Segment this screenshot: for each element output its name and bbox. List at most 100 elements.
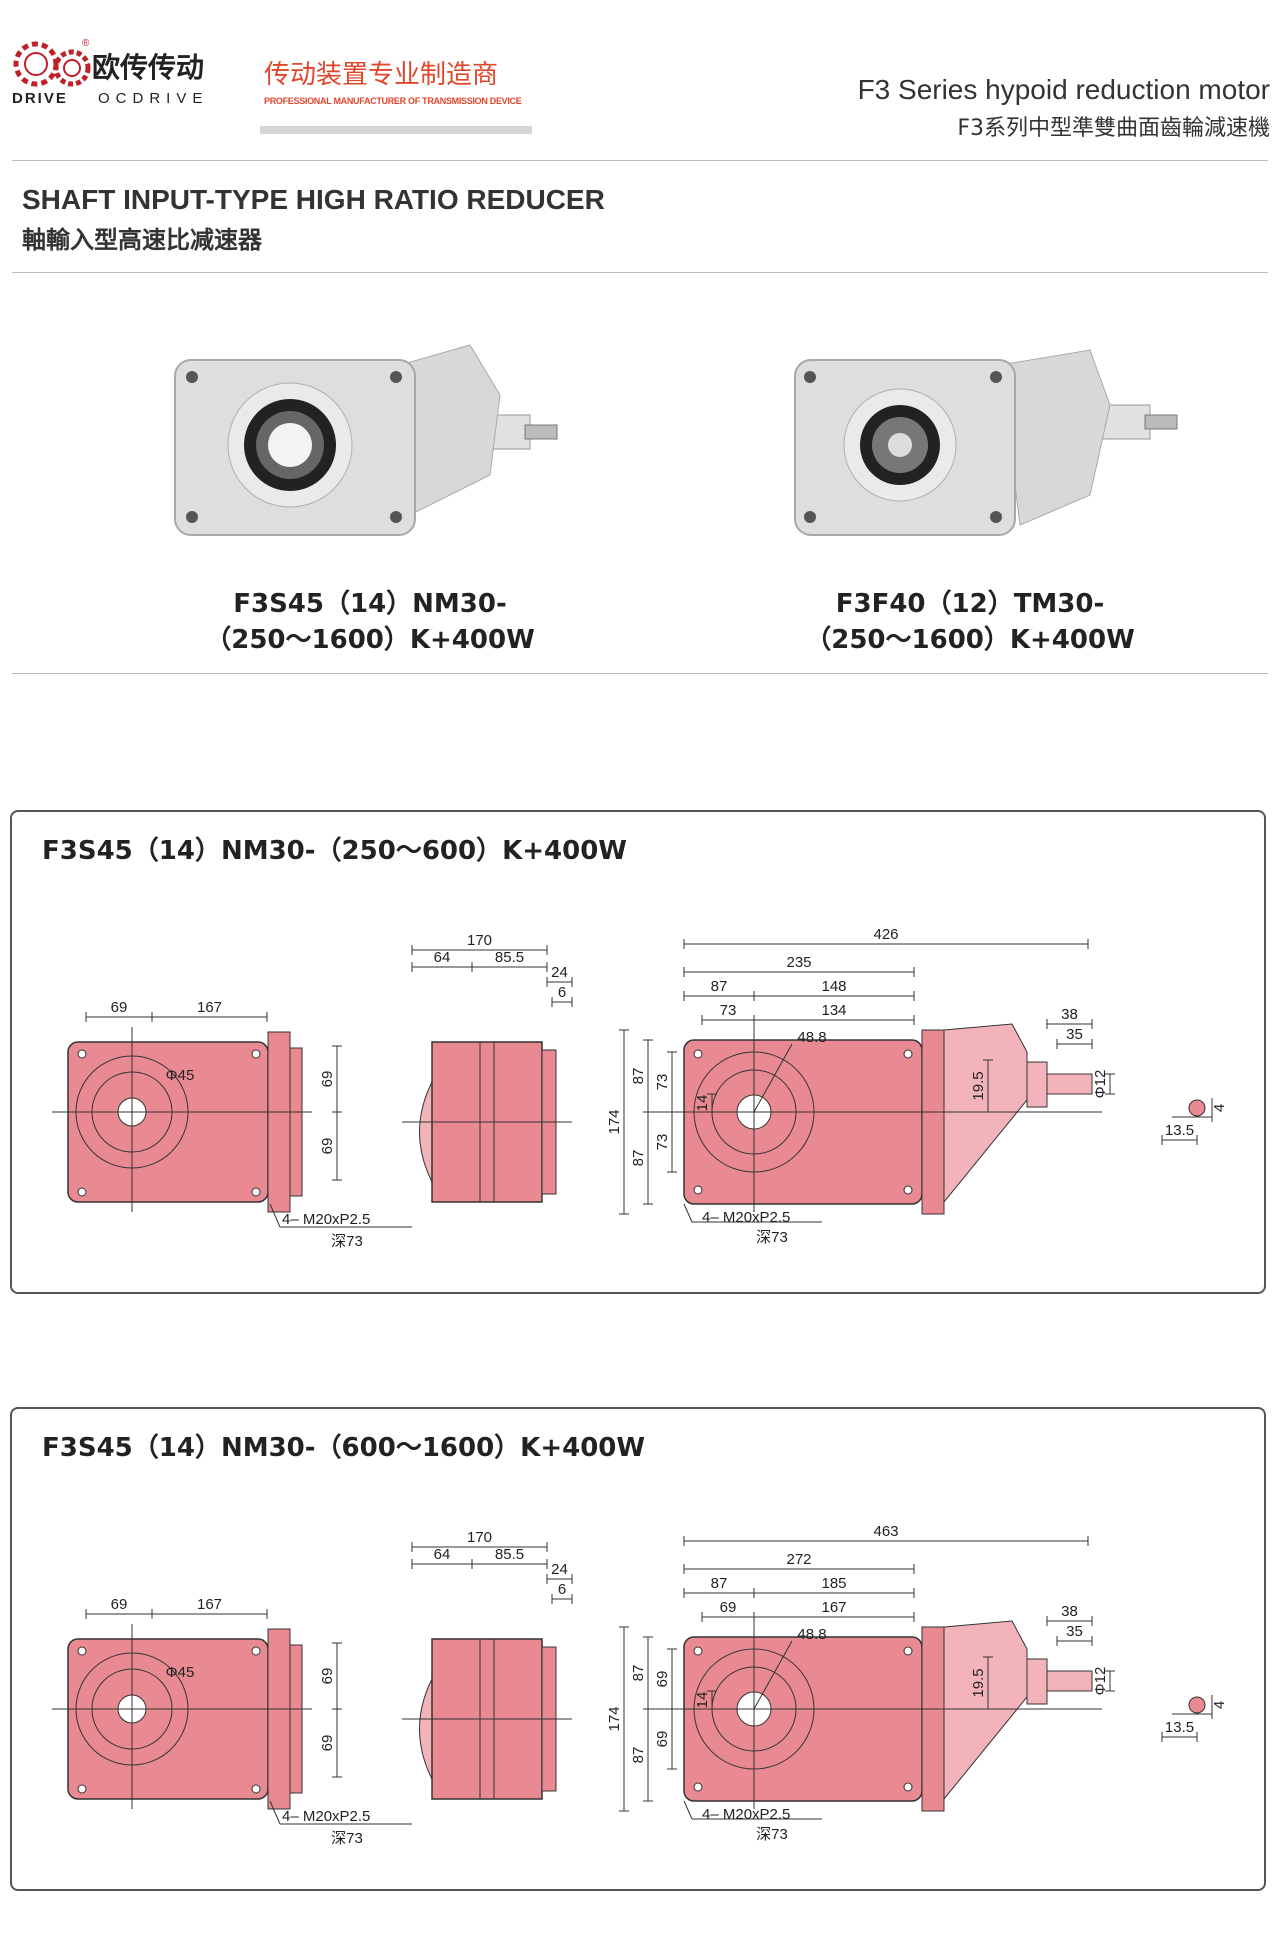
mounting-hole [693, 1646, 703, 1656]
dimension-label: 69 [111, 1596, 128, 1613]
dimension-label: 87 [630, 1747, 647, 1764]
logo-registered-mark: ® [82, 38, 90, 49]
mounting-hole [693, 1049, 703, 1059]
mounting-hole [693, 1185, 703, 1195]
leader-line [683, 1800, 693, 1820]
product-caption-line2: （250～1600）K+400W [805, 625, 1135, 655]
thread-depth-label: 深73 [756, 1229, 788, 1246]
product-caption-f3f40: F3F40（12）TM30- （250～1600）K+400W [770, 586, 1170, 658]
mounting-hole [77, 1784, 87, 1794]
dimension-label: 87 [630, 1665, 647, 1682]
shaft-key-section [1188, 1099, 1206, 1117]
thread-spec-label: 4– M20xP2.5 [282, 1211, 370, 1228]
section-title-en: SHAFT INPUT-TYPE HIGH RATIO REDUCER [22, 184, 605, 215]
front-view-housing [67, 1638, 269, 1800]
key-width-label: 4 [1211, 1104, 1228, 1112]
dimension-label: 69 [319, 1668, 336, 1685]
product-caption-line2: （250～1600）K+400W [205, 625, 535, 655]
dimension-label: 87 [711, 1575, 728, 1592]
mounting-hole [251, 1049, 261, 1059]
tagline-en: PROFESSIONAL MANUFACTURER OF TRANSMISSIO… [264, 96, 522, 106]
shaft-key-section [1188, 1696, 1206, 1714]
dimension-label: 426 [873, 926, 898, 943]
top-view-flange [921, 1029, 945, 1215]
top-view-housing [683, 1039, 923, 1205]
front-view-housing [67, 1041, 269, 1203]
drawing-title: F3S45（14）NM30-（600～1600）K+400W [42, 1433, 646, 1463]
logo-drive-text: DRIVE [12, 90, 68, 107]
dimension-label: 73 [720, 1002, 737, 1019]
dimension-label: 69 [720, 1599, 737, 1616]
drawing-title: F3S45（14）NM30-（250～600）K+400W [42, 836, 627, 866]
thread-spec-label: 4– M20xP2.5 [282, 1808, 370, 1825]
dimension-label: 35 [1066, 1026, 1083, 1043]
mounting-hole [77, 1187, 87, 1197]
product-photo-f3s45 [174, 344, 558, 536]
thread-depth-label: 深73 [331, 1233, 363, 1250]
top-view-adapter-ring [1026, 1061, 1048, 1108]
product-caption-f3s45: F3S45（14）NM30- （250～1600）K+400W [170, 586, 570, 658]
dimension-label: 85.5 [495, 1546, 524, 1563]
mounting-hole [903, 1049, 913, 1059]
dimension-label: 35 [1066, 1623, 1083, 1640]
key-width-label: 4 [1211, 1701, 1228, 1709]
dimension-label: 24 [551, 1561, 568, 1578]
dimension-label: 235 [786, 954, 811, 971]
leader-line [683, 1203, 693, 1223]
radius-line [753, 1640, 793, 1710]
dimension-label: 38 [1061, 1006, 1078, 1023]
dimension-label: 174 [606, 1109, 623, 1134]
leader-line [269, 1203, 281, 1228]
tagline-underline [260, 126, 532, 134]
mounting-hole [251, 1646, 261, 1656]
dimension-label: 69 [319, 1071, 336, 1088]
radius-label: 48.8 [797, 1626, 826, 1643]
dimension-label: 167 [197, 999, 222, 1016]
dimension-label: 87 [630, 1150, 647, 1167]
top-view-adapter [943, 1023, 1028, 1204]
radius-label: 48.8 [797, 1029, 826, 1046]
dimension-label: 13.5 [1165, 1122, 1194, 1139]
thread-depth-label: 深73 [331, 1830, 363, 1847]
mounting-hole [251, 1784, 261, 1794]
dimension-label: 14 [694, 1095, 711, 1112]
dimension-label: 170 [467, 932, 492, 949]
mounting-hole [251, 1187, 261, 1197]
dimension-label: 69 [654, 1671, 671, 1688]
mounting-hole [903, 1782, 913, 1792]
front-view-flange [289, 1644, 303, 1794]
dimension-label: 64 [434, 1546, 451, 1563]
dimension-label: 87 [711, 978, 728, 995]
dimension-label: 148 [821, 978, 846, 995]
dimension-label: 69 [319, 1735, 336, 1752]
bore-diameter-label: Φ45 [166, 1067, 195, 1084]
leader-line [269, 1800, 281, 1825]
product-caption-line1: F3F40（12）TM30- [835, 589, 1105, 619]
front-view-flange [267, 1031, 291, 1213]
top-view-adapter-ring [1026, 1658, 1048, 1705]
dimension-label: 87 [630, 1068, 647, 1085]
series-title-en: F3 Series hypoid reduction motor [857, 74, 1270, 105]
side-view-cap [419, 1081, 433, 1183]
thread-depth-label: 深73 [756, 1826, 788, 1843]
front-view-flange [289, 1047, 303, 1197]
dimension-label: 167 [197, 1596, 222, 1613]
dimension-label: 19.5 [970, 1668, 987, 1697]
section-title-cn: 軸輸入型高速比减速器 [22, 226, 262, 254]
radius-line [753, 1043, 793, 1113]
mounting-hole [903, 1185, 913, 1195]
dimension-label: 69 [111, 999, 128, 1016]
dimension-label: 64 [434, 949, 451, 966]
thread-spec-label: 4– M20xP2.5 [702, 1806, 790, 1823]
dimension-label: 69 [319, 1138, 336, 1155]
front-view-flange [267, 1628, 291, 1810]
dimension-label: Φ12 [1092, 1070, 1109, 1099]
logo-cn-text: 欧传传动 [92, 51, 205, 84]
dimension-label: 13.5 [1165, 1719, 1194, 1736]
top-view-housing [683, 1636, 923, 1802]
dimension-label: 73 [654, 1134, 671, 1151]
mounting-hole [77, 1646, 87, 1656]
dimension-label: 69 [654, 1731, 671, 1748]
